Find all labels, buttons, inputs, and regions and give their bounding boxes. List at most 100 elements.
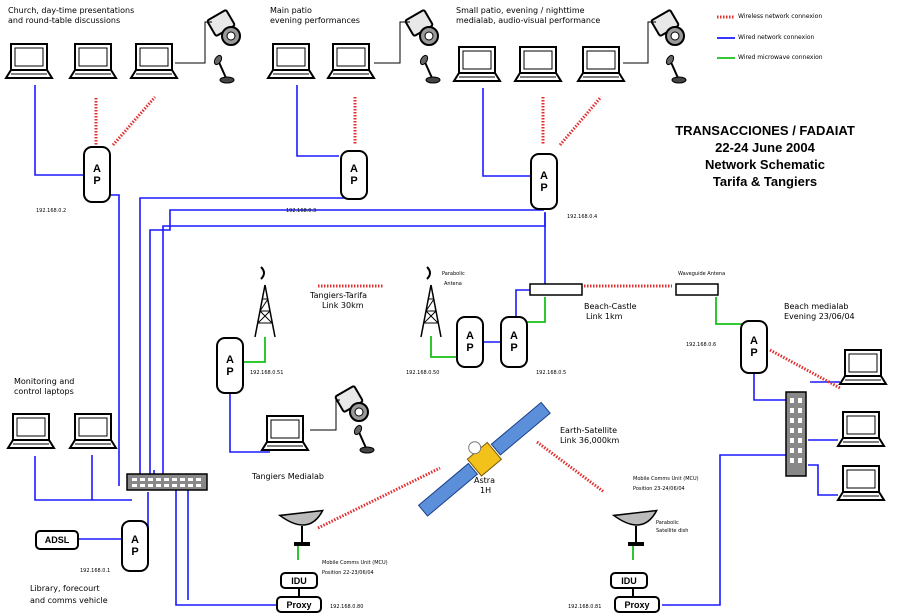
laptop-monitoring-2 [69, 413, 117, 449]
ip-small-patio-ap: 192.168.0.4 [567, 214, 598, 220]
laptop-patio-2 [327, 43, 375, 79]
label-beach-2: Evening 23/06/04 [784, 312, 855, 321]
ap-letter: P [350, 175, 358, 187]
ap-letter: P [750, 347, 758, 359]
laptop-patio-1 [267, 43, 315, 79]
ap-letter: P [510, 342, 518, 354]
adsl-modem: ADSL [35, 530, 79, 550]
camera-icon-patio [403, 8, 439, 46]
ip-tarifa-link-ap: 192.168.0.50 [406, 370, 440, 376]
ap-letter: P [540, 181, 548, 194]
microphone-icon-tangiers [351, 423, 375, 454]
microphone-icon-church [211, 53, 235, 84]
ap-letter: A [131, 534, 139, 546]
network-switch-library [126, 473, 208, 491]
ip-proxy-left: 192.168.0.80 [330, 604, 364, 610]
ap-letter: A [93, 162, 101, 175]
label-tangiers-medialab: Tangiers Medialab [252, 472, 324, 481]
radio-tower-icon-tarifa [420, 266, 442, 338]
label-earth-satellite-2: Link 36,000km [560, 436, 620, 445]
label-beach-castle-2: Link 1km [586, 312, 623, 321]
ip-library-ap: 192.168.0.1 [80, 568, 111, 574]
label-mcu-left-2: Position 22-23/06/04 [322, 570, 374, 576]
label-small-patio-2: medialab, audio-visual performance [456, 16, 601, 25]
label-tangiers-tarifa-2: Link 30km [322, 301, 364, 310]
proxy-label: Proxy [624, 599, 650, 610]
ip-proxy-right: 192.168.0.81 [568, 604, 602, 610]
laptop-monitoring-1 [7, 413, 55, 449]
ap-letter: P [466, 342, 474, 354]
ip-beach-ap: 192.168.0.6 [686, 342, 717, 348]
ip-castle-ap: 192.168.0.5 [536, 370, 567, 376]
diagram-title: TRANSACCIONES / FADAIAT 22-24 June 2004 … [640, 122, 890, 190]
label-parabolic-sat-1: Parabolic [656, 520, 679, 526]
radio-tower-icon-tangiers [254, 266, 276, 338]
microphone-icon-small-patio [663, 53, 687, 84]
proxy-left: Proxy [276, 596, 322, 613]
label-main-patio-1: Main patio [270, 6, 312, 15]
label-church-2: and round-table discussions [8, 16, 121, 25]
ap-letter: P [131, 546, 139, 558]
microwave-connexions [240, 57, 744, 560]
label-satellite-1: Astra [474, 476, 495, 485]
label-monitoring-2: control laptops [14, 387, 74, 396]
satellite-dish-icon-left [278, 500, 327, 547]
label-mcu-right-1: Mobile Comms Unit (MCU) [633, 476, 699, 482]
waveguide-antenna-castle [529, 283, 583, 296]
idu-label: IDU [621, 575, 637, 586]
camera-icon-church [205, 8, 241, 46]
wireless-connexions [94, 15, 841, 530]
laptop-small-patio-2 [514, 46, 562, 82]
ap-letter: P [226, 365, 234, 378]
microphone-icon-patio [417, 53, 441, 84]
idu-label: IDU [291, 575, 307, 586]
laptop-church-1 [5, 43, 53, 79]
adsl-label: ADSL [44, 535, 70, 545]
label-church-1: Church, day-time presentations [8, 6, 135, 15]
laptop-beach-2 [837, 411, 885, 447]
title-line-2: 22-24 June 2004 [715, 140, 815, 155]
label-mcu-left-1: Mobile Comms Unit (MCU) [322, 560, 388, 566]
label-monitoring-1: Monitoring and [14, 377, 75, 386]
label-satellite-2: 1H [480, 486, 492, 495]
laptop-church-2 [69, 43, 117, 79]
proxy-label: Proxy [286, 599, 312, 610]
ap-letter: A [540, 169, 548, 182]
label-library-1: Library, forecourt [30, 584, 100, 593]
ap-letter: A [350, 163, 358, 175]
title-line-4: Tarifa & Tangiers [712, 174, 818, 189]
label-beach-castle-1: Beach-Castle [584, 302, 637, 311]
laptop-beach-1 [839, 349, 887, 385]
label-mcu-right-2: Position 23-24/06/04 [633, 486, 685, 492]
ap-letter: A [466, 330, 474, 342]
network-switch-beach [785, 391, 807, 477]
ip-tangiers-ap: 192.168.0.51 [250, 370, 284, 376]
legend-microwave: Wired microwave connexion [738, 54, 823, 61]
label-waveguide: Waveguide Antena [678, 271, 726, 277]
idu-left: IDU [280, 572, 318, 589]
label-library-2: and comms vehicle [30, 596, 108, 605]
laptop-small-patio-1 [453, 46, 501, 82]
label-tangiers-tarifa-1: Tangiers-Tarifa [310, 291, 368, 300]
laptop-small-patio-3 [577, 46, 625, 82]
ip-church-ap: 192.168.0.2 [36, 208, 67, 214]
label-parabolic-sat-2: Satellite dish [656, 528, 689, 534]
idu-right: IDU [610, 572, 648, 589]
proxy-right: Proxy [614, 596, 660, 613]
camera-icon-tangiers [333, 384, 369, 422]
label-parabolic-2: Antena [444, 281, 462, 287]
satellite-dish-icon-right [612, 500, 661, 547]
label-earth-satellite-1: Earth-Satellite [560, 426, 618, 435]
ap-letter: A [510, 330, 518, 342]
ap-letter: P [93, 174, 101, 187]
legend-wired: Wired network connexion [738, 34, 815, 41]
title-line-3: Network Schematic [705, 157, 825, 172]
